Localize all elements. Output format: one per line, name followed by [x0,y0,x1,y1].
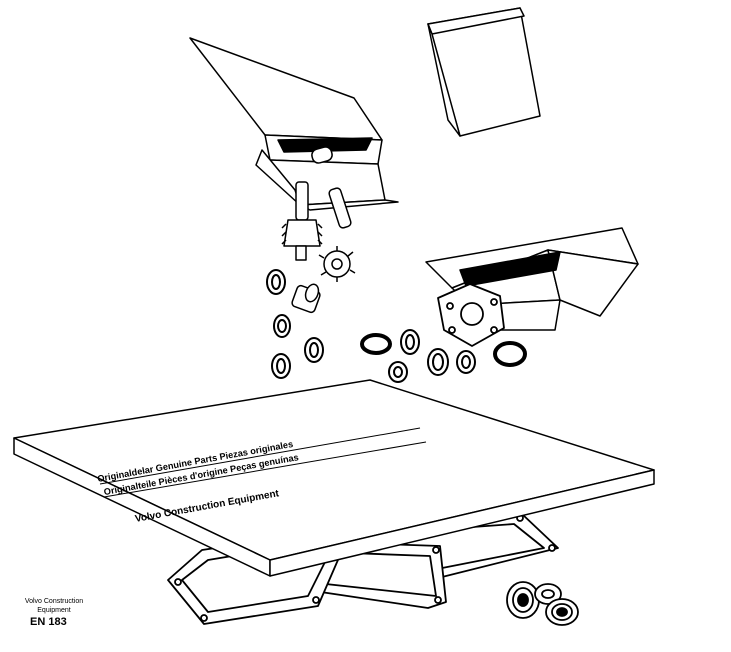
small-gear [318,246,356,282]
manufacturer-line2: Equipment [37,607,71,614]
o-rings-left [266,269,324,379]
o-rings-right [360,329,527,383]
illustration-code: EN 183 [30,616,67,628]
open-box-left [189,37,399,211]
bushing [291,283,321,314]
manufacturer-line1: Volvo Construction [24,598,84,605]
flange-gasket [437,283,505,347]
pin [328,187,352,229]
bearings [506,581,579,626]
manufacturer-caption: Volvo Construction Equipment [12,597,96,615]
closed-box [427,7,541,137]
shaft-with-gear [281,181,323,261]
parts-booklet: Originaldelar Genuine Parts Piezas origi… [13,379,655,577]
